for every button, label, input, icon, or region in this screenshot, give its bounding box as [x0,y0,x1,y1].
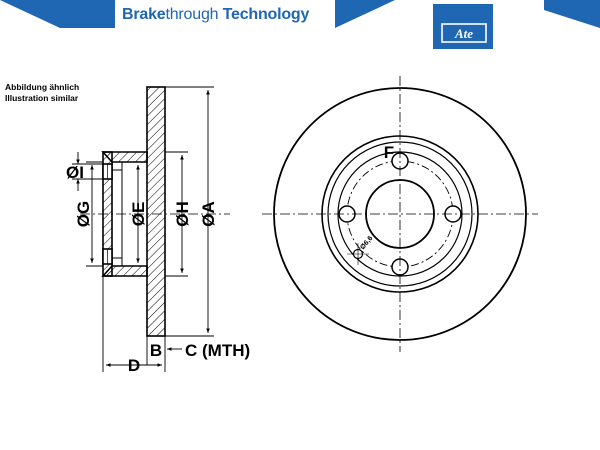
small-hole-label: Ø6,6 [359,235,374,251]
brand-tagline: Brakethrough Technology [122,3,309,27]
left-blue-wedge [0,0,115,28]
dim-label-G: ØG [74,201,93,227]
right-blue-wedge [544,0,600,28]
illustration-caption: Abbildung ähnlich Illustration similar [5,82,79,104]
tagline-bold: Brake [122,6,166,23]
dim-label-H: ØH [173,201,192,227]
side-dimension-lines [72,86,214,372]
caption-german: Abbildung ähnlich [5,82,80,92]
ate-logo-icon: Ate [433,4,493,49]
header-banner: Ate Brakethrough Technology [0,0,600,60]
svg-text:Ate: Ate [454,26,473,41]
caption-english: Illustration similar [5,93,79,103]
dim-label-F: F [384,143,394,162]
dim-label-B: B [150,341,162,360]
dim-label-I: ØI [66,163,84,182]
braking-ring-section [146,86,166,337]
tagline-end: Technology [218,6,310,23]
dim-label-A: ØA [199,201,218,227]
dim-label-C: C (MTH) [185,341,250,360]
tagline-light: through [165,6,219,23]
header-graphic: Ate [0,0,600,49]
disc-outer-edge [273,87,527,341]
mid-blue-wedge [335,0,395,28]
dim-label-E: ØE [129,202,148,227]
dim-label-D: D [128,356,140,375]
hat-step [327,141,473,287]
